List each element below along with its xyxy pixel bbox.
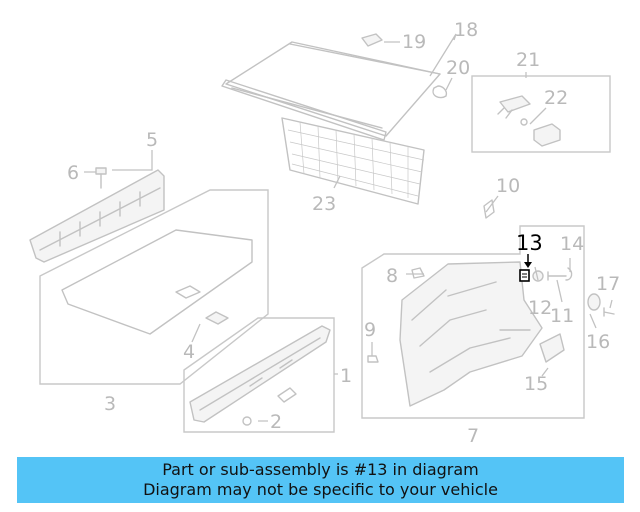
bolt-6[interactable] xyxy=(95,167,107,189)
callout-22: 22 xyxy=(544,87,568,109)
callout-18: 18 xyxy=(454,19,478,41)
callout-8: 8 xyxy=(386,265,398,287)
callout-19: 19 xyxy=(402,31,426,53)
clip-9[interactable] xyxy=(367,355,379,363)
callout-11: 11 xyxy=(550,305,574,327)
rear-trim-panel[interactable] xyxy=(29,169,165,263)
callout-16: 16 xyxy=(586,331,610,353)
tonneau-cover[interactable] xyxy=(221,41,441,141)
info-banner: Part or sub-assembly is #13 in diagram D… xyxy=(17,457,624,503)
floor-board[interactable] xyxy=(61,229,253,335)
lid-15[interactable] xyxy=(539,333,565,363)
callout-4: 4 xyxy=(183,341,195,363)
clip-10[interactable] xyxy=(483,199,495,219)
clip-8[interactable] xyxy=(411,267,425,279)
screw-11[interactable] xyxy=(547,271,567,281)
callout-2: 2 xyxy=(270,411,282,433)
box-3 xyxy=(39,189,269,385)
callout-7: 7 xyxy=(467,425,479,447)
callout-12: 12 xyxy=(528,297,552,319)
callout-17: 17 xyxy=(596,273,620,295)
cover-handle[interactable] xyxy=(361,33,383,47)
box-7 xyxy=(361,225,585,419)
cargo-hooks[interactable] xyxy=(497,95,561,147)
callout-21: 21 xyxy=(516,49,540,71)
callout-9: 9 xyxy=(364,319,376,341)
callout-5: 5 xyxy=(146,129,158,151)
cover-clip[interactable] xyxy=(432,85,448,99)
callout-3: 3 xyxy=(104,393,116,415)
callout-10: 10 xyxy=(496,175,520,197)
sill-plate[interactable] xyxy=(189,325,331,423)
callout-1: 1 xyxy=(340,365,352,387)
banner-line-1: Part or sub-assembly is #13 in diagram xyxy=(162,460,479,479)
box-1 xyxy=(183,317,335,433)
grommet-16[interactable] xyxy=(587,293,601,311)
cargo-net[interactable] xyxy=(281,117,425,205)
bolt-17[interactable] xyxy=(603,307,615,317)
callout-20: 20 xyxy=(446,57,470,79)
callout-13: 13 xyxy=(516,231,543,255)
floor-lid[interactable] xyxy=(205,311,229,325)
clip-12[interactable] xyxy=(532,270,544,282)
leader-13-arrow xyxy=(524,262,532,268)
banner-line-2: Diagram may not be specific to your vehi… xyxy=(143,480,498,499)
callout-14: 14 xyxy=(560,233,584,255)
callout-15: 15 xyxy=(524,373,548,395)
callout-6: 6 xyxy=(67,162,79,184)
clip-2[interactable] xyxy=(242,416,252,426)
highlighted-part-13[interactable] xyxy=(519,269,530,282)
box-21 xyxy=(471,75,611,153)
parts-diagram: 1 2 3 4 5 6 7 8 9 10 11 12 13 14 15 16 1… xyxy=(29,19,620,447)
callout-23: 23 xyxy=(312,193,336,215)
leader-lines xyxy=(84,33,613,422)
quarter-trim[interactable] xyxy=(399,261,543,407)
hook-14[interactable] xyxy=(565,267,573,281)
